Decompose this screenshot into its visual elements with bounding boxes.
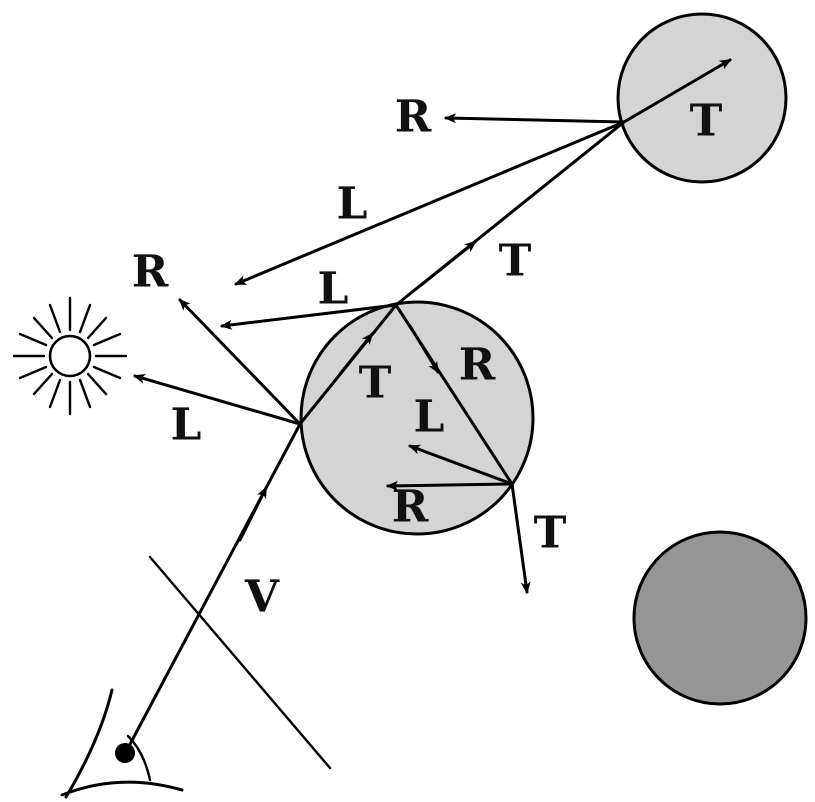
central-sphere — [299, 300, 535, 536]
light-ray-1 — [133, 373, 302, 426]
reflect-ray-1 — [178, 298, 302, 426]
label-t-mid: T — [499, 236, 532, 287]
dark-sphere — [632, 530, 808, 706]
label-l-left: L — [171, 400, 202, 451]
image-plane — [148, 555, 332, 770]
light-ray-2 — [220, 303, 398, 330]
eye-icon — [60, 688, 184, 799]
label-v: V — [244, 572, 280, 623]
label-l-top: L — [337, 179, 368, 230]
label-t-inside: T — [359, 358, 392, 409]
label-t-bottom: T — [534, 508, 567, 559]
label-t-upper-right: T — [690, 96, 723, 147]
label-r-left: R — [132, 247, 169, 298]
sun-icon — [12, 296, 128, 416]
view-ray — [126, 422, 302, 750]
transmit-ray-2-arrow — [418, 240, 477, 288]
light-ray-4 — [408, 444, 514, 486]
upper-right-sphere — [616, 12, 788, 184]
label-r-inside: R — [459, 340, 496, 391]
transmit-ray-1-arrow — [338, 332, 374, 376]
transmit-ray-3 — [622, 58, 732, 124]
label-l-mid: L — [318, 264, 349, 315]
light-ray-3 — [234, 120, 626, 286]
label-l-inside: L — [414, 392, 445, 443]
label-r-top: R — [395, 92, 432, 143]
reflect-ray-3 — [444, 113, 626, 124]
transmit-ray-4 — [510, 482, 531, 594]
reflect-ray-4 — [386, 480, 514, 491]
view-ray-arrow — [238, 486, 268, 542]
internal-reflect-ray-arrow — [408, 324, 440, 374]
label-r-bottom: R — [392, 482, 429, 533]
